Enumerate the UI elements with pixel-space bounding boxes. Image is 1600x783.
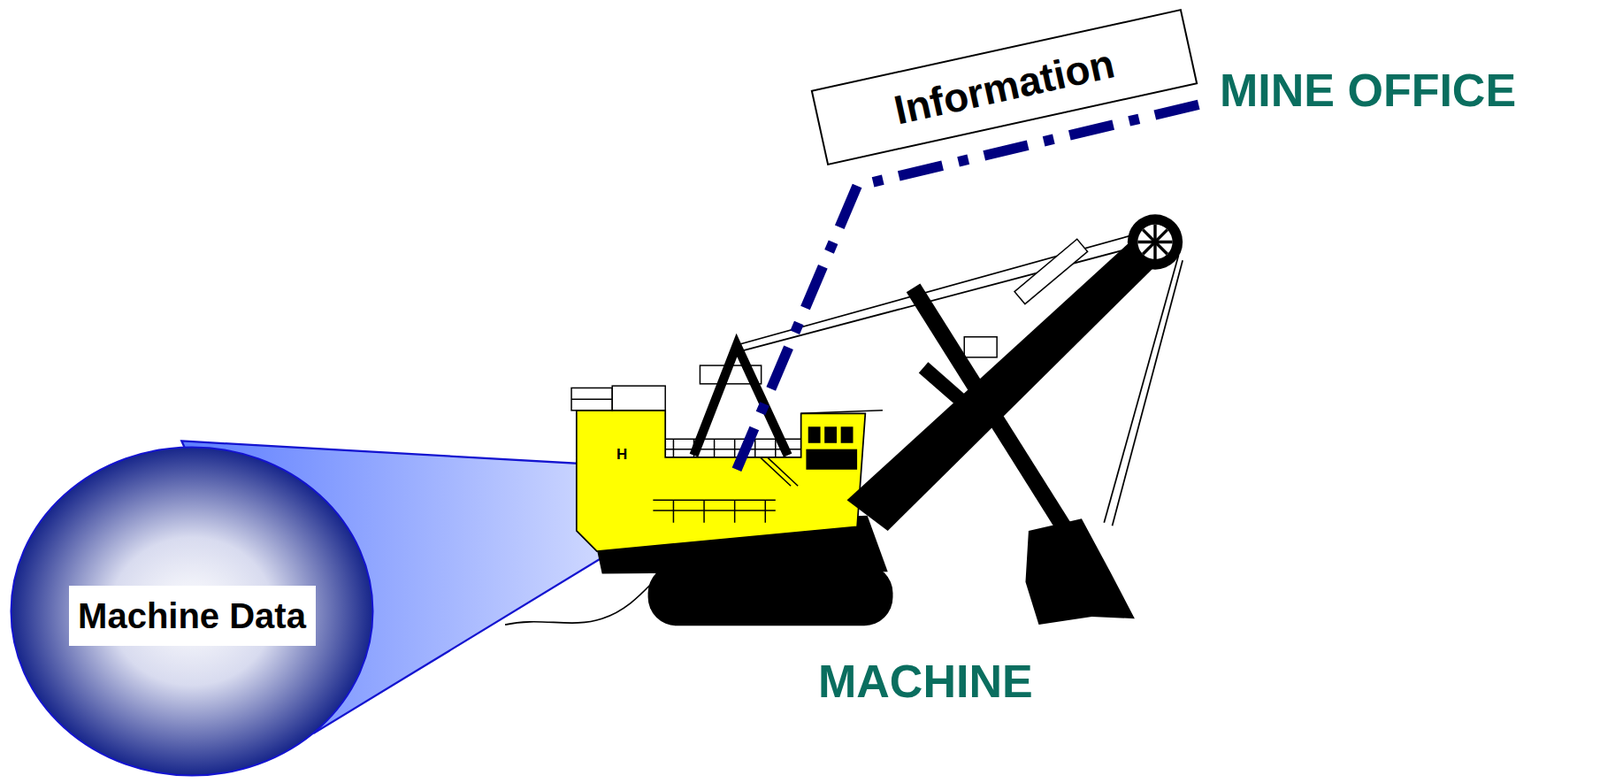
cab-base	[805, 449, 858, 470]
sheave	[1127, 214, 1183, 269]
boom	[847, 234, 1169, 531]
machine-house	[576, 410, 866, 552]
hoist-ropes	[1103, 254, 1183, 526]
boom-platform	[964, 336, 997, 358]
trailing-cable	[505, 576, 659, 625]
location-label: MACHINE	[818, 658, 1034, 705]
sheave-spokes	[1137, 224, 1172, 260]
boom-walkway	[1014, 238, 1088, 304]
information-link	[736, 101, 1210, 469]
dipper-handle	[913, 287, 1071, 536]
dipper-bucket	[1025, 518, 1134, 625]
cab-window	[808, 426, 821, 443]
location-label: MINE OFFICE	[1219, 67, 1516, 114]
sheave-inner	[1137, 224, 1172, 260]
information-box: Information	[810, 7, 1198, 165]
machine-mark: H	[616, 446, 628, 462]
railings	[571, 365, 883, 523]
saddle-block	[923, 367, 965, 403]
crawler-track	[648, 564, 894, 626]
cab-window	[824, 426, 837, 443]
data-circle: Machine Data	[9, 445, 375, 777]
node-text: Machine Data	[76, 590, 309, 641]
cab-window	[841, 426, 854, 443]
text-panel: Machine Data	[68, 585, 316, 646]
gantry	[694, 344, 789, 456]
node-text: Information	[889, 40, 1118, 133]
